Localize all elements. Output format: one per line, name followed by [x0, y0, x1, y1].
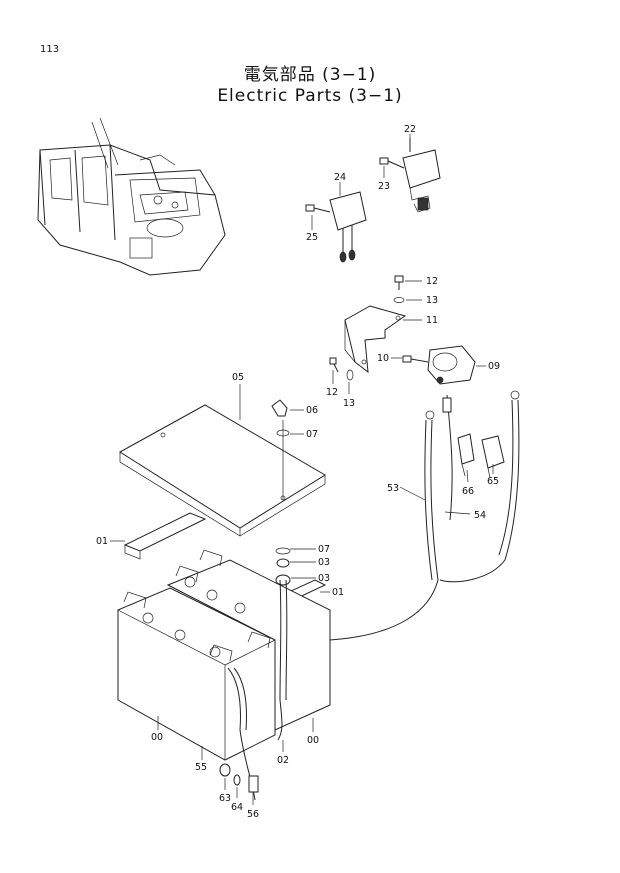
callout-53: 53 — [387, 483, 399, 494]
callout-12: 12 — [426, 276, 438, 287]
callout-54: 54 — [474, 510, 486, 521]
callout-64: 64 — [231, 802, 243, 813]
washer-part-64 — [233, 774, 241, 786]
callout-66: 66 — [462, 486, 474, 497]
terminal-part-65 — [481, 435, 505, 479]
callout-09: 09 — [488, 361, 500, 372]
callout-07: 07 — [306, 429, 318, 440]
harness-from-relay — [442, 394, 453, 521]
callout-03-lower: 03 — [318, 573, 330, 584]
callout-13: 13 — [426, 295, 438, 306]
callout-22: 22 — [404, 124, 416, 135]
callout-00-right: 00 — [307, 735, 319, 746]
terminal-part-56 — [248, 775, 259, 805]
callout-07-lower: 07 — [318, 544, 330, 555]
callout-13-lower: 13 — [343, 398, 355, 409]
battery-cable-part-54 — [439, 390, 520, 583]
relay-part-24 — [305, 191, 367, 263]
nut-part-63 — [219, 763, 231, 777]
callout-65: 65 — [487, 476, 499, 487]
callout-03: 03 — [318, 557, 330, 568]
machine-overview-illustration — [37, 117, 226, 276]
callout-55: 55 — [195, 762, 207, 773]
callout-25: 25 — [306, 232, 318, 243]
hold-down-bracket-part-01 — [123, 512, 207, 560]
battery-cable-part-53 — [329, 410, 439, 641]
bracket-part-11 — [329, 275, 407, 381]
callout-24: 24 — [334, 172, 346, 183]
callout-00: 00 — [151, 732, 163, 743]
callout-56: 56 — [247, 809, 259, 820]
callout-10: 10 — [377, 353, 389, 364]
callout-12-lower: 12 — [326, 387, 338, 398]
callout-06: 06 — [306, 405, 318, 416]
terminal-part-66 — [457, 433, 475, 477]
battery-relay-part-09 — [402, 345, 476, 385]
page-title-english: Electric Parts (3−1) — [217, 86, 403, 106]
battery-cover-part-05 — [119, 404, 326, 537]
callout-02: 02 — [277, 755, 289, 766]
wing-nut-part-06 — [271, 399, 290, 500]
relay-part-22 — [379, 138, 441, 213]
callout-01: 01 — [96, 536, 108, 547]
battery-part-00-front — [117, 587, 276, 761]
page-number: 113 — [40, 44, 60, 55]
callout-63: 63 — [219, 793, 231, 804]
callout-01-lower: 01 — [332, 587, 344, 598]
callout-23: 23 — [378, 181, 390, 192]
page-title-japanese: 電気部品 (3−1) — [243, 65, 377, 85]
callout-05: 05 — [232, 372, 244, 383]
callout-11: 11 — [426, 315, 438, 326]
battery-cable-part-02 — [277, 579, 288, 741]
